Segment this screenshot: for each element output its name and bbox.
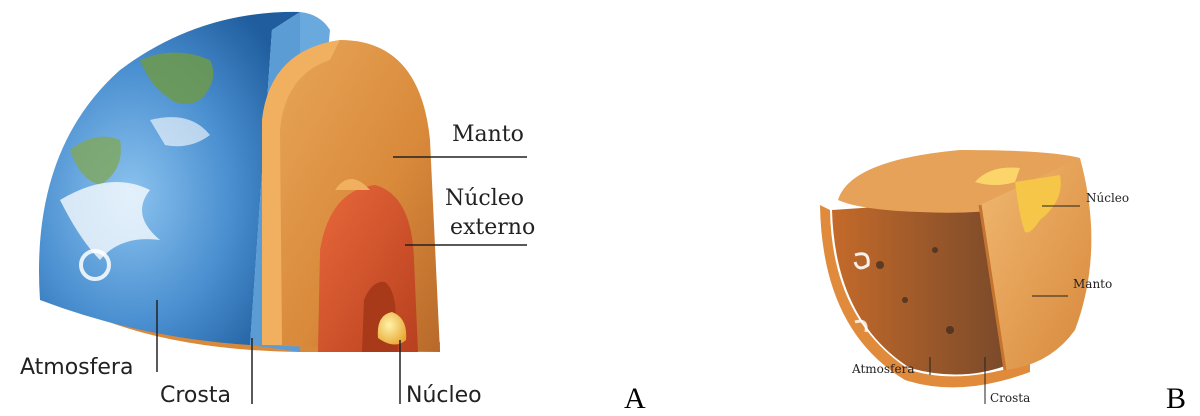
b-label-nucleo: Núcleo xyxy=(1086,192,1129,204)
label-nucleo-externo-line2: externo xyxy=(450,217,535,239)
b-texture-spot xyxy=(876,261,884,269)
b-label-manto: Manto xyxy=(1073,278,1112,290)
label-nucleo: Núcleo xyxy=(406,385,482,407)
b-interior-face xyxy=(832,200,1005,375)
b-texture-spot xyxy=(932,247,938,253)
diagram-b-illustration xyxy=(820,150,1091,387)
panel-letter-b: B xyxy=(1166,382,1186,416)
diagram-a-illustration xyxy=(39,12,440,352)
label-nucleo-externo-line1: Núcleo xyxy=(445,188,524,210)
panel-letter-a: A xyxy=(624,382,646,416)
b-texture-spot xyxy=(946,326,954,334)
b-texture-spot xyxy=(902,297,908,303)
b-label-crosta: Crosta xyxy=(990,392,1030,404)
label-atmosfera: Atmosfera xyxy=(20,357,133,379)
label-manto: Manto xyxy=(452,124,524,146)
b-label-atmosfera: Atmosfera xyxy=(852,363,914,375)
label-crosta: Crosta xyxy=(160,385,231,407)
